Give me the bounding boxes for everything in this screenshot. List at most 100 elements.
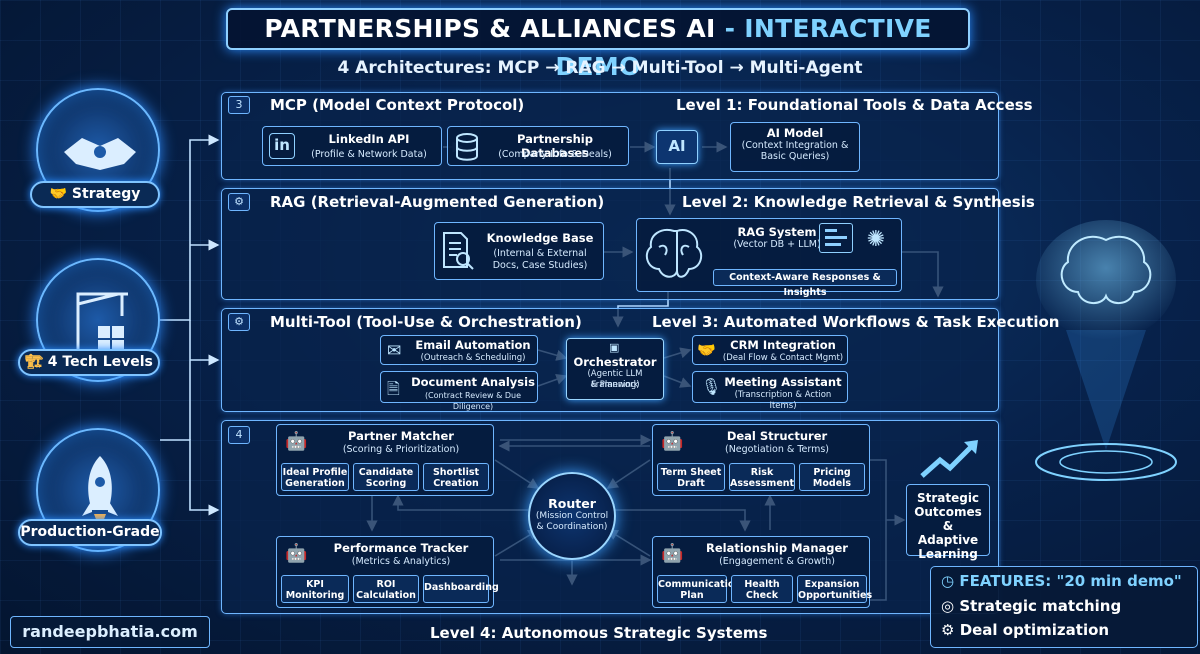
matcher-item: Ideal Profile Generation: [281, 463, 349, 491]
rag-responses-label: Context-Aware Responses & Insights: [713, 269, 897, 298]
relationship-item: Expansion Opportunities: [797, 575, 872, 603]
level3-badge: ⚙: [228, 313, 250, 331]
level3-level: Level 3: Automated Workflows & Task Exec…: [652, 313, 1060, 331]
level2-level: Level 2: Knowledge Retrieval & Synthesis: [682, 193, 1035, 211]
robot-icon: 🤖: [661, 543, 684, 564]
brain-icon: [641, 223, 707, 287]
chip-icon: ▣: [609, 341, 620, 354]
ai-model-sub1: (Context Integration &: [741, 140, 849, 151]
envelope-icon: ✉: [387, 341, 402, 361]
orchestrator-box[interactable]: ▣ Orchestrator (Agentic LLM Framework & …: [566, 338, 664, 400]
document-analysis-box[interactable]: 🗎 Document Analysis (Contract Review & D…: [380, 371, 538, 411]
relationship-item: Communication Plan: [657, 575, 741, 603]
matcher-item: Shortlist Creation: [423, 463, 489, 491]
tech-levels-label: 🏗 4 Tech Levels: [18, 349, 160, 376]
feature-item: ⚙ Deal optimization: [941, 621, 1110, 639]
rag-title: RAG System: [737, 225, 817, 239]
level1-badge: 3: [228, 96, 250, 114]
clock-icon: ◷: [941, 572, 955, 590]
openai-icon: ✺: [866, 227, 886, 252]
orchestrator-title: Orchestrator: [573, 355, 657, 369]
linkedin-icon: in: [269, 133, 295, 159]
relationship-title: Relationship Manager: [706, 541, 848, 555]
orchestrator-sub2: & Planning): [590, 380, 640, 390]
doc-sub: (Contract Review & Due Diligence): [424, 391, 522, 411]
knowledge-base-box[interactable]: Knowledge Base (Internal & External Docs…: [434, 222, 604, 280]
level4-badge: 4: [228, 426, 250, 444]
linkedin-api-box[interactable]: in LinkedIn API (Profile & Network Data): [262, 126, 442, 166]
relationship-item: Health Check: [731, 575, 793, 603]
growth-chart-icon: [918, 436, 982, 480]
doc-title: Document Analysis: [411, 375, 535, 389]
structurer-item: Term Sheet Draft: [657, 463, 725, 491]
page-subtitle: 4 Architectures: MCP → RAG → Multi-Tool …: [337, 58, 863, 78]
strategic-outcomes-box[interactable]: Strategic Outcomes & Adaptive Learning: [906, 484, 990, 561]
crm-integration-box[interactable]: 🤝 CRM Integration (Deal Flow & Contact M…: [692, 335, 848, 365]
structurer-item: Pricing Models: [799, 463, 865, 491]
relationship-manager-box[interactable]: 🤖 Relationship Manager (Engagement & Gro…: [652, 536, 872, 608]
rag-system-box[interactable]: RAG System (Vector DB + LLM) ✺ Context-A…: [636, 218, 902, 298]
level1-title: MCP (Model Context Protocol): [270, 96, 525, 114]
structurer-item: Risk Assessment: [729, 463, 795, 491]
dashboard-icon: [819, 223, 853, 253]
tracker-sub: (Metrics & Analytics): [351, 556, 451, 567]
db-title: Partnership Databases: [517, 132, 593, 160]
robot-icon: 🤖: [661, 431, 684, 452]
crm-title: CRM Integration: [730, 338, 836, 352]
partnership-db-box[interactable]: Partnership Databases (Company Info & De…: [447, 126, 629, 166]
deal-structurer-box[interactable]: 🤖 Deal Structurer (Negotiation & Terms) …: [652, 424, 870, 496]
title-accent: - INTERACTIVE DEMO: [555, 14, 932, 81]
email-sub: (Outreach & Scheduling): [420, 353, 526, 363]
relationship-sub: (Engagement & Growth): [719, 556, 835, 567]
outcomes-line: Outcomes &: [914, 505, 982, 533]
database-icon: [454, 132, 480, 162]
email-automation-box[interactable]: ✉ Email Automation (Outreach & Schedulin…: [380, 335, 538, 365]
linkedin-sub: (Profile & Network Data): [311, 149, 427, 160]
structurer-sub: (Negotiation & Terms): [724, 444, 829, 455]
tracker-title: Performance Tracker: [333, 541, 469, 555]
structurer-title: Deal Structurer: [726, 429, 828, 443]
meeting-title: Meeting Assistant: [724, 375, 842, 389]
router-sub2: & Coordination): [536, 522, 608, 532]
robot-icon: 🤖: [285, 543, 308, 564]
matcher-item: Candidate Scoring: [353, 463, 419, 491]
email-title: Email Automation: [415, 338, 531, 352]
matcher-sub: (Scoring & Prioritization): [342, 444, 460, 455]
matcher-title: Partner Matcher: [348, 429, 454, 443]
kb-sub1: (Internal & External: [493, 248, 587, 259]
outcomes-line: Learning: [918, 547, 978, 561]
level4-level: Level 4: Autonomous Strategic Systems: [430, 624, 768, 642]
hologram-brain-icon: [1006, 200, 1194, 500]
level2-badge: ⚙: [228, 193, 250, 211]
page-title: PARTNERSHIPS & ALLIANCES AI - INTERACTIV…: [226, 8, 970, 81]
gears-icon: ⚙: [941, 621, 955, 639]
document-search-icon: [441, 231, 475, 273]
ai-model-title: AI Model: [766, 126, 824, 140]
strategy-label: 🤝 Strategy: [30, 181, 160, 208]
website-link[interactable]: randeepbhatia.com: [10, 616, 210, 648]
tracker-item: Dashboarding: [423, 575, 499, 603]
document-icon: 🗎: [387, 379, 400, 398]
kb-title: Knowledge Base: [486, 231, 594, 245]
meeting-assistant-box[interactable]: 🎙 Meeting Assistant (Transcription & Act…: [692, 371, 848, 411]
outcomes-line: Strategic: [916, 491, 980, 505]
title-main: PARTNERSHIPS & ALLIANCES AI: [264, 14, 716, 43]
features-panel: ◷ FEATURES: "20 min demo" ◎ Strategic ma…: [930, 566, 1198, 648]
ai-model-sub2: Basic Queries): [760, 151, 830, 162]
db-sub: (Company Info & Deals): [498, 149, 612, 160]
tracker-item: ROI Calculation: [353, 575, 419, 603]
ai-model-box[interactable]: AI Model (Context Integration & Basic Qu…: [730, 122, 860, 172]
ai-chip-icon: AI: [656, 130, 698, 164]
feature-item: ◎ Strategic matching: [941, 597, 1122, 615]
kb-sub2: Docs, Case Studies): [492, 260, 588, 271]
features-title: ◷ FEATURES: "20 min demo": [941, 572, 1182, 590]
microphone-icon: 🎙: [701, 377, 722, 396]
router-node[interactable]: Router (Mission Control & Coordination): [528, 472, 616, 560]
handshake-small-icon: 🤝: [697, 341, 716, 359]
router-title: Router: [548, 496, 596, 511]
level1-level: Level 1: Foundational Tools & Data Acces…: [676, 96, 1033, 114]
partner-matcher-box[interactable]: 🤖 Partner Matcher (Scoring & Prioritizat…: [276, 424, 494, 496]
performance-tracker-box[interactable]: 🤖 Performance Tracker (Metrics & Analyti…: [276, 536, 499, 608]
level3-title: Multi-Tool (Tool-Use & Orchestration): [270, 313, 582, 331]
meeting-sub: (Transcription & Action Items): [734, 390, 832, 411]
